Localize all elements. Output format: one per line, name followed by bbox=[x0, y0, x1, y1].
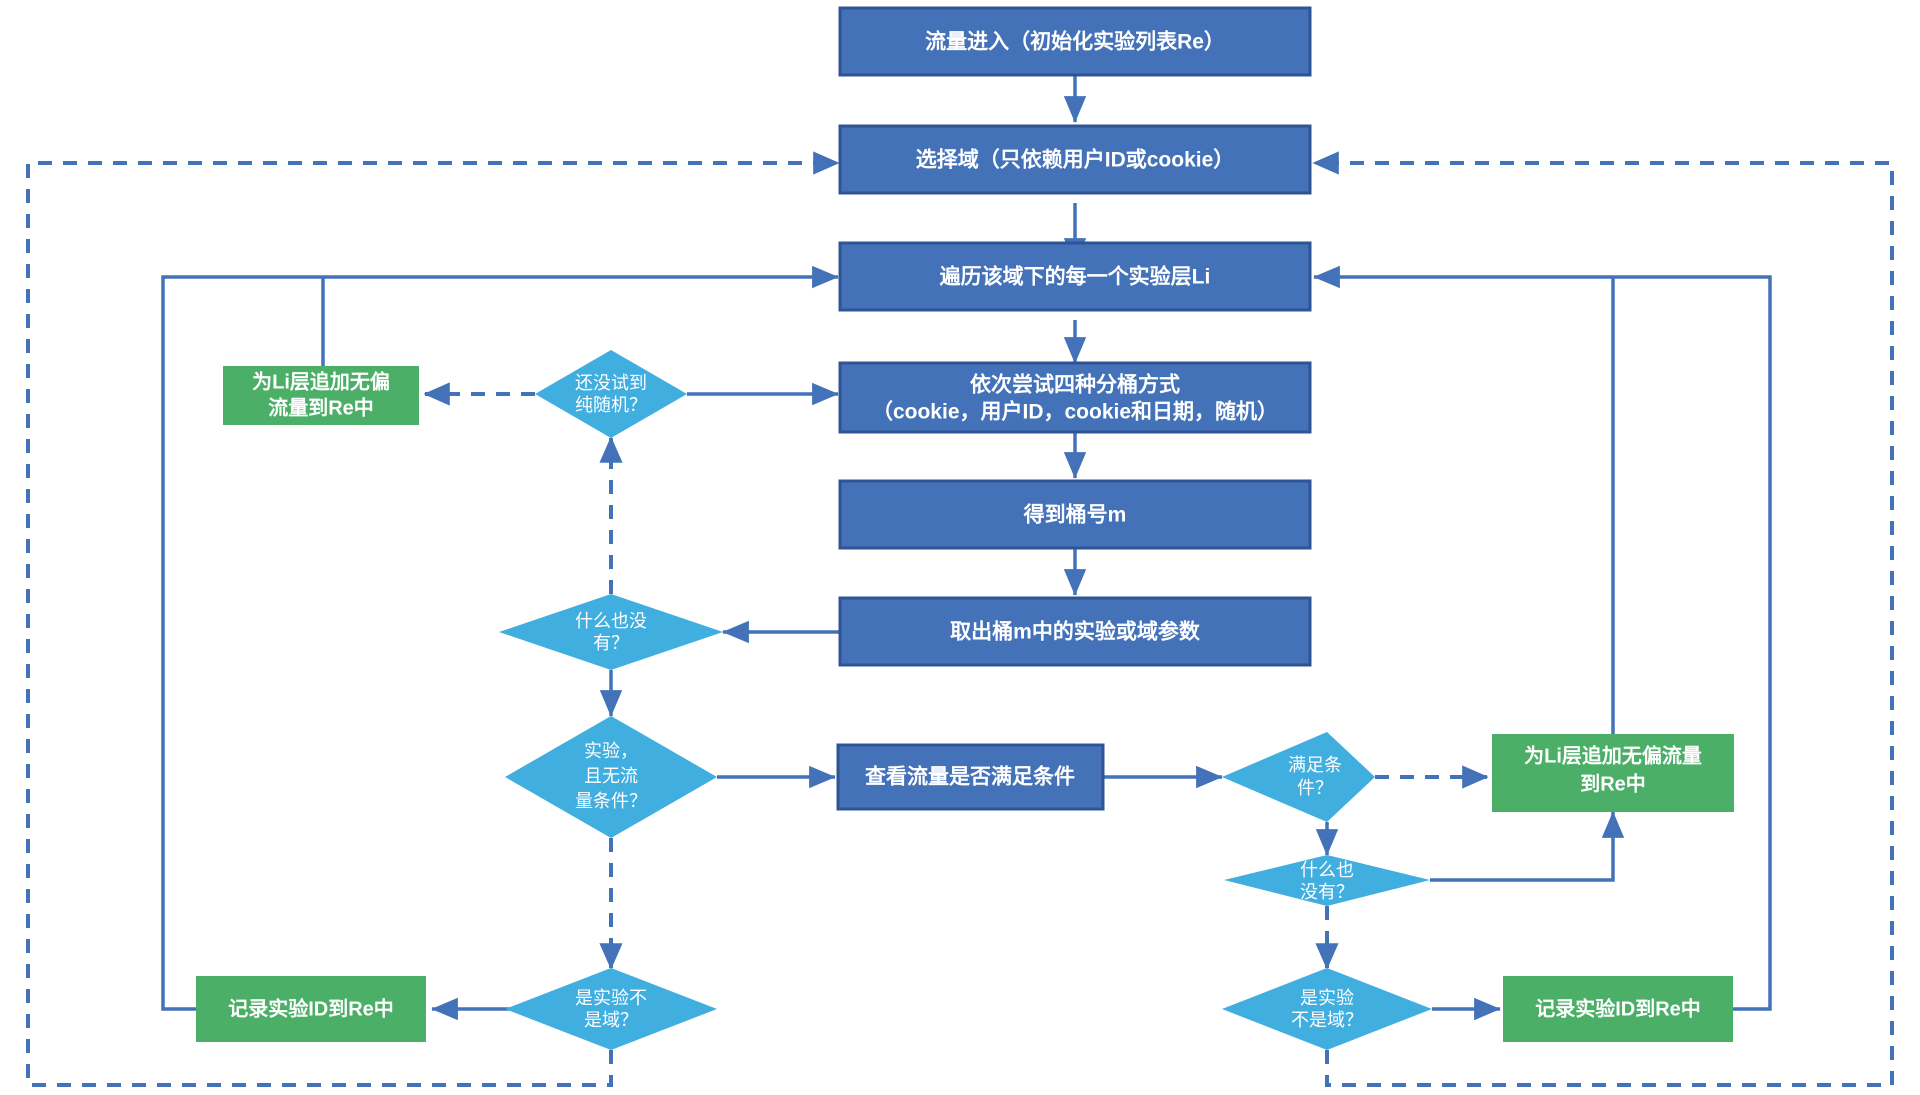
terminal-add-unbiased-right: 为Li层追加无偏流量 到Re中 bbox=[1492, 734, 1734, 812]
node-select-domain-label: 选择域（只依赖用户ID或cookie） bbox=[916, 148, 1235, 172]
node-get-bucket: 得到桶号m bbox=[838, 479, 1312, 550]
decision-is-experiment-not-domain-right-line1: 是实验 bbox=[1300, 988, 1354, 1008]
decision-not-yet-random-line2: 纯随机？ bbox=[575, 395, 647, 415]
decision-experiment-no-traffic-cond-line2: 且无流 bbox=[584, 766, 638, 786]
terminal-record-id-left-label: 记录实验ID到Re中 bbox=[228, 996, 394, 1020]
decision-is-experiment-not-domain-right-shape bbox=[1222, 968, 1432, 1050]
node-extract-params: 取出桶m中的实验或域参数 bbox=[838, 596, 1312, 667]
edge-d6-g2 bbox=[1430, 811, 1625, 882]
node-bucket-methods: 依次尝试四种分桶方式 （cookie，用户ID，cookie和日期，随机） bbox=[838, 361, 1312, 434]
decision-nothing-found-right: 什么也 没有？ bbox=[1224, 855, 1430, 906]
node-check-condition: 查看流量是否满足条件 bbox=[836, 743, 1105, 811]
decision-condition-met-shape bbox=[1222, 732, 1375, 822]
node-traffic-enter: 流量进入（初始化实验列表Re） bbox=[838, 6, 1312, 77]
edge-d7-n2-loop bbox=[1312, 151, 1894, 1087]
decision-experiment-no-traffic-cond: 实验， 且无流 量条件？ bbox=[505, 716, 717, 838]
decision-nothing-found-right-shape bbox=[1224, 855, 1430, 906]
node-traffic-enter-label: 流量进入（初始化实验列表Re） bbox=[925, 30, 1225, 54]
terminal-add-unbiased-right-line1: 为Li层追加无偏流量 bbox=[1524, 743, 1702, 767]
terminal-add-unbiased-right-line2: 到Re中 bbox=[1580, 771, 1646, 795]
node-iterate-layers: 遍历该域下的每一个实验层Li bbox=[838, 241, 1312, 312]
terminal-add-unbiased-left-shape bbox=[223, 366, 419, 425]
node-traffic-enter-shape bbox=[838, 6, 1312, 77]
decision-is-experiment-not-domain-right: 是实验 不是域？ bbox=[1222, 968, 1432, 1050]
decision-nothing-found-left-shape bbox=[499, 594, 723, 670]
node-bucket-methods-label-line1: 依次尝试四种分桶方式 bbox=[970, 373, 1180, 397]
decision-not-yet-random-line1: 还没试到 bbox=[575, 373, 647, 393]
decision-experiment-no-traffic-cond-line3: 量条件？ bbox=[575, 791, 647, 811]
node-select-domain: 选择域（只依赖用户ID或cookie） bbox=[838, 124, 1312, 195]
decision-not-yet-random: 还没试到 纯随机？ bbox=[535, 350, 687, 438]
decision-experiment-no-traffic-cond-line1: 实验， bbox=[584, 741, 638, 761]
decision-nothing-found-left-line2: 有？ bbox=[593, 633, 629, 653]
node-get-bucket-label: 得到桶号m bbox=[1023, 503, 1127, 527]
terminal-record-id-right-shape bbox=[1503, 976, 1733, 1042]
node-bucket-methods-label-line2: （cookie，用户ID，cookie和日期，随机） bbox=[872, 400, 1278, 424]
terminal-add-unbiased-left: 为Li层追加无偏 流量到Re中 bbox=[223, 366, 419, 425]
decision-nothing-found-right-line2: 没有？ bbox=[1300, 882, 1354, 902]
node-check-condition-label: 查看流量是否满足条件 bbox=[865, 765, 1075, 789]
edge-d4-n2-loop bbox=[26, 151, 840, 1087]
node-check-condition-shape bbox=[836, 743, 1105, 811]
decision-condition-met: 满足条 件？ bbox=[1222, 732, 1375, 822]
decision-is-experiment-not-domain-left-shape bbox=[505, 968, 717, 1050]
terminal-add-unbiased-left-line1: 为Li层追加无偏 bbox=[252, 369, 390, 393]
decision-nothing-found-right-line1: 什么也 bbox=[1300, 860, 1354, 880]
terminal-add-unbiased-right-shape bbox=[1492, 734, 1734, 812]
edge-g3-n3-loop bbox=[161, 265, 839, 1011]
node-extract-params-label: 取出桶m中的实验或域参数 bbox=[950, 620, 1201, 644]
edge-g4-n3-loop bbox=[1313, 265, 1772, 1011]
decision-is-experiment-not-domain-left: 是实验不 是域？ bbox=[505, 968, 717, 1050]
node-bucket-methods-shape bbox=[838, 361, 1312, 434]
decision-is-experiment-not-domain-left-line1: 是实验不 bbox=[575, 988, 647, 1008]
node-get-bucket-shape bbox=[838, 479, 1312, 550]
node-extract-params-shape bbox=[838, 596, 1312, 667]
node-select-domain-shape bbox=[838, 124, 1312, 195]
terminal-record-id-right-label: 记录实验ID到Re中 bbox=[1535, 996, 1701, 1020]
terminal-add-unbiased-left-line2: 流量到Re中 bbox=[268, 395, 374, 419]
terminal-record-id-right: 记录实验ID到Re中 bbox=[1503, 976, 1733, 1042]
node-iterate-layers-label: 遍历该域下的每一个实验层Li bbox=[940, 265, 1211, 289]
decision-condition-met-line1: 满足条 bbox=[1288, 755, 1342, 775]
decision-not-yet-random-shape bbox=[535, 350, 687, 438]
decision-is-experiment-not-domain-left-line2: 是域？ bbox=[584, 1010, 638, 1030]
decision-experiment-no-traffic-cond-shape bbox=[505, 716, 717, 838]
terminal-record-id-left-shape bbox=[196, 976, 426, 1042]
decision-nothing-found-left: 什么也没 有？ bbox=[499, 594, 723, 670]
node-iterate-layers-shape bbox=[838, 241, 1312, 312]
decision-is-experiment-not-domain-right-line2: 不是域？ bbox=[1291, 1010, 1363, 1030]
decision-condition-met-line2: 件？ bbox=[1297, 778, 1333, 798]
decision-nothing-found-left-line1: 什么也没 bbox=[575, 611, 647, 631]
terminal-record-id-left: 记录实验ID到Re中 bbox=[196, 976, 426, 1042]
